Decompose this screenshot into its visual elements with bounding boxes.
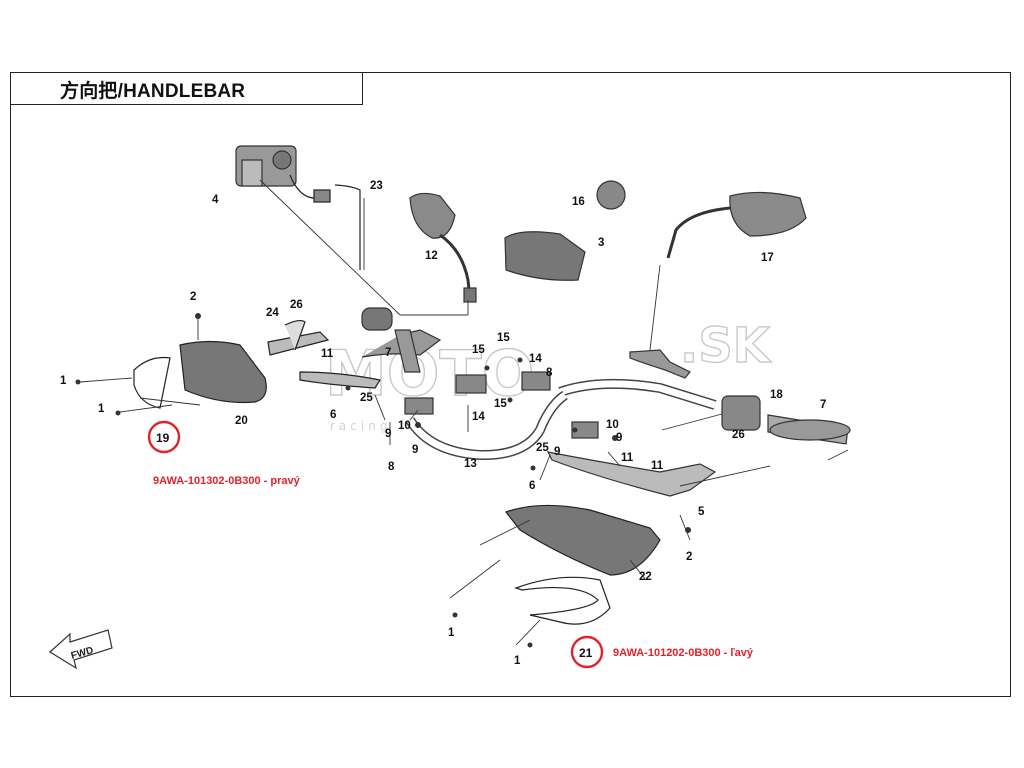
title-box: [10, 72, 363, 105]
watermark-tagline: racing: [330, 419, 391, 433]
label-1: 1: [60, 375, 67, 387]
label-25: 25: [536, 442, 549, 454]
label-15: 15: [497, 332, 510, 344]
clamp-left: [455, 374, 487, 394]
label-15: 15: [472, 344, 485, 356]
label-26: 26: [290, 299, 303, 311]
label-23: 23: [370, 180, 383, 192]
master-cylinder: [235, 145, 297, 187]
top-cover: [504, 231, 586, 281]
handguard-right: [505, 504, 661, 625]
label-14: 14: [529, 353, 542, 365]
callout-circle-19: [147, 420, 181, 454]
label-25: 25: [360, 392, 373, 404]
diagram-frame: [10, 72, 1011, 697]
part-number-left: 9AWA-101202-0B300 - ľavý: [613, 647, 754, 659]
label-18: 18: [770, 389, 783, 401]
label-9: 9: [385, 428, 391, 440]
callout-19-number: 19: [156, 431, 170, 445]
label-14: 14: [472, 411, 485, 423]
label-11: 11: [651, 460, 664, 472]
diagram-title: 方向把/HANDLEBAR: [60, 81, 246, 102]
label-6: 6: [529, 480, 535, 492]
label-10: 10: [606, 419, 619, 431]
label-9: 9: [412, 444, 418, 456]
grip-clamp: [361, 307, 393, 331]
label-11: 11: [321, 348, 334, 360]
label-3: 3: [598, 237, 604, 249]
label-8: 8: [546, 367, 553, 379]
label-2: 2: [686, 551, 692, 563]
switch-housing: [721, 395, 761, 431]
label-17: 17: [761, 252, 774, 264]
label-24: 24: [266, 307, 279, 319]
part-labels: 1 1 1 1 2 2 3 4 5 6 6 7 7 8 8 9 9 9 9 10…: [60, 180, 826, 667]
part-number-right: 9AWA-101302-0B300 - pravý: [153, 475, 301, 487]
label-13: 13: [464, 458, 477, 470]
label-22: 22: [639, 571, 652, 583]
label-2: 2: [190, 291, 196, 303]
callout-circle-21: [570, 635, 604, 669]
mirror-right: [666, 191, 807, 259]
mirror-left: [409, 192, 477, 303]
label-4: 4: [212, 194, 219, 206]
support-bar: [546, 451, 717, 497]
label-20: 20: [235, 415, 248, 427]
label-7: 7: [820, 399, 826, 411]
label-6: 6: [330, 409, 336, 421]
label-26: 26: [732, 429, 745, 441]
label-1: 1: [514, 655, 521, 667]
label-9: 9: [616, 432, 622, 444]
label-12: 12: [425, 250, 438, 262]
handguard-left: [133, 319, 381, 409]
label-11: 11: [621, 452, 634, 464]
label-16: 16: [572, 196, 585, 208]
watermark-domain: .SK: [680, 318, 772, 374]
fwd-arrow: [49, 629, 113, 670]
label-5: 5: [698, 506, 705, 518]
label-15: 15: [494, 398, 507, 410]
label-1: 1: [98, 403, 105, 415]
label-8: 8: [388, 461, 395, 473]
label-7: 7: [385, 347, 391, 359]
label-9: 9: [554, 446, 560, 458]
callout-21-number: 21: [579, 646, 593, 660]
label-1: 1: [448, 627, 455, 639]
label-10: 10: [398, 420, 411, 432]
clamp-right: [521, 371, 551, 391]
cap: [596, 180, 626, 210]
